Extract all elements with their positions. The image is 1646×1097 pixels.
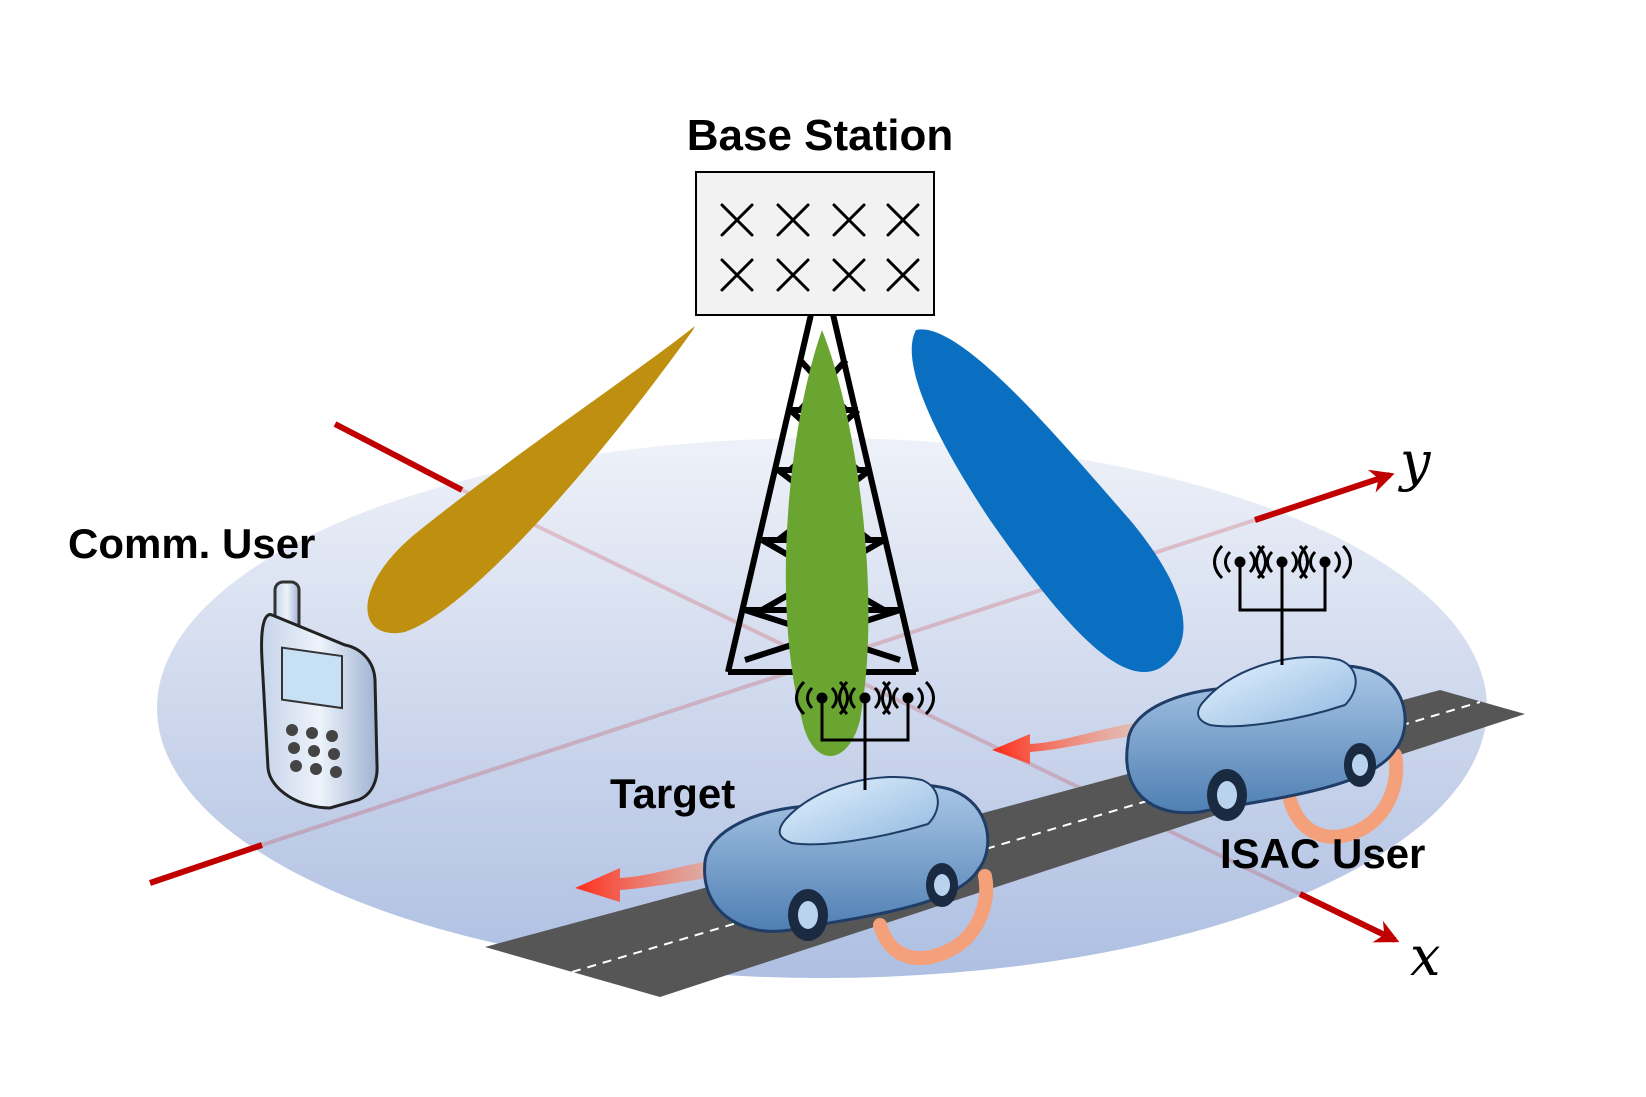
y-axis-label: y: [1398, 430, 1432, 493]
x-axis-back-left: [333, 421, 464, 493]
sensing-beam: [785, 330, 869, 756]
comm-beam: [367, 326, 695, 634]
y-axis-back: [1254, 469, 1395, 523]
base-station-panel: [695, 171, 935, 316]
isac-antenna-icon: [1213, 544, 1352, 665]
target-label: Target: [610, 770, 735, 817]
target-car: [575, 776, 994, 965]
isac-user-label: ISAC User: [1220, 830, 1425, 877]
y-axis-front-left: [149, 842, 263, 886]
isac-motion-arrow: [992, 722, 1140, 764]
comm-user-label: Comm. User: [68, 520, 315, 567]
base-station-label: Base Station: [687, 111, 954, 160]
target-tire-track: [873, 869, 994, 965]
isac-beam: [911, 329, 1184, 673]
target-motion-arrow: [575, 858, 730, 902]
mobile-phone-icon: [260, 580, 379, 810]
x-axis-front: [1298, 891, 1400, 943]
isac-car: [992, 656, 1407, 844]
target-antenna-icon: [795, 680, 935, 790]
x-axis-label: x: [1410, 925, 1440, 988]
isac-tire-track: [1283, 748, 1404, 844]
